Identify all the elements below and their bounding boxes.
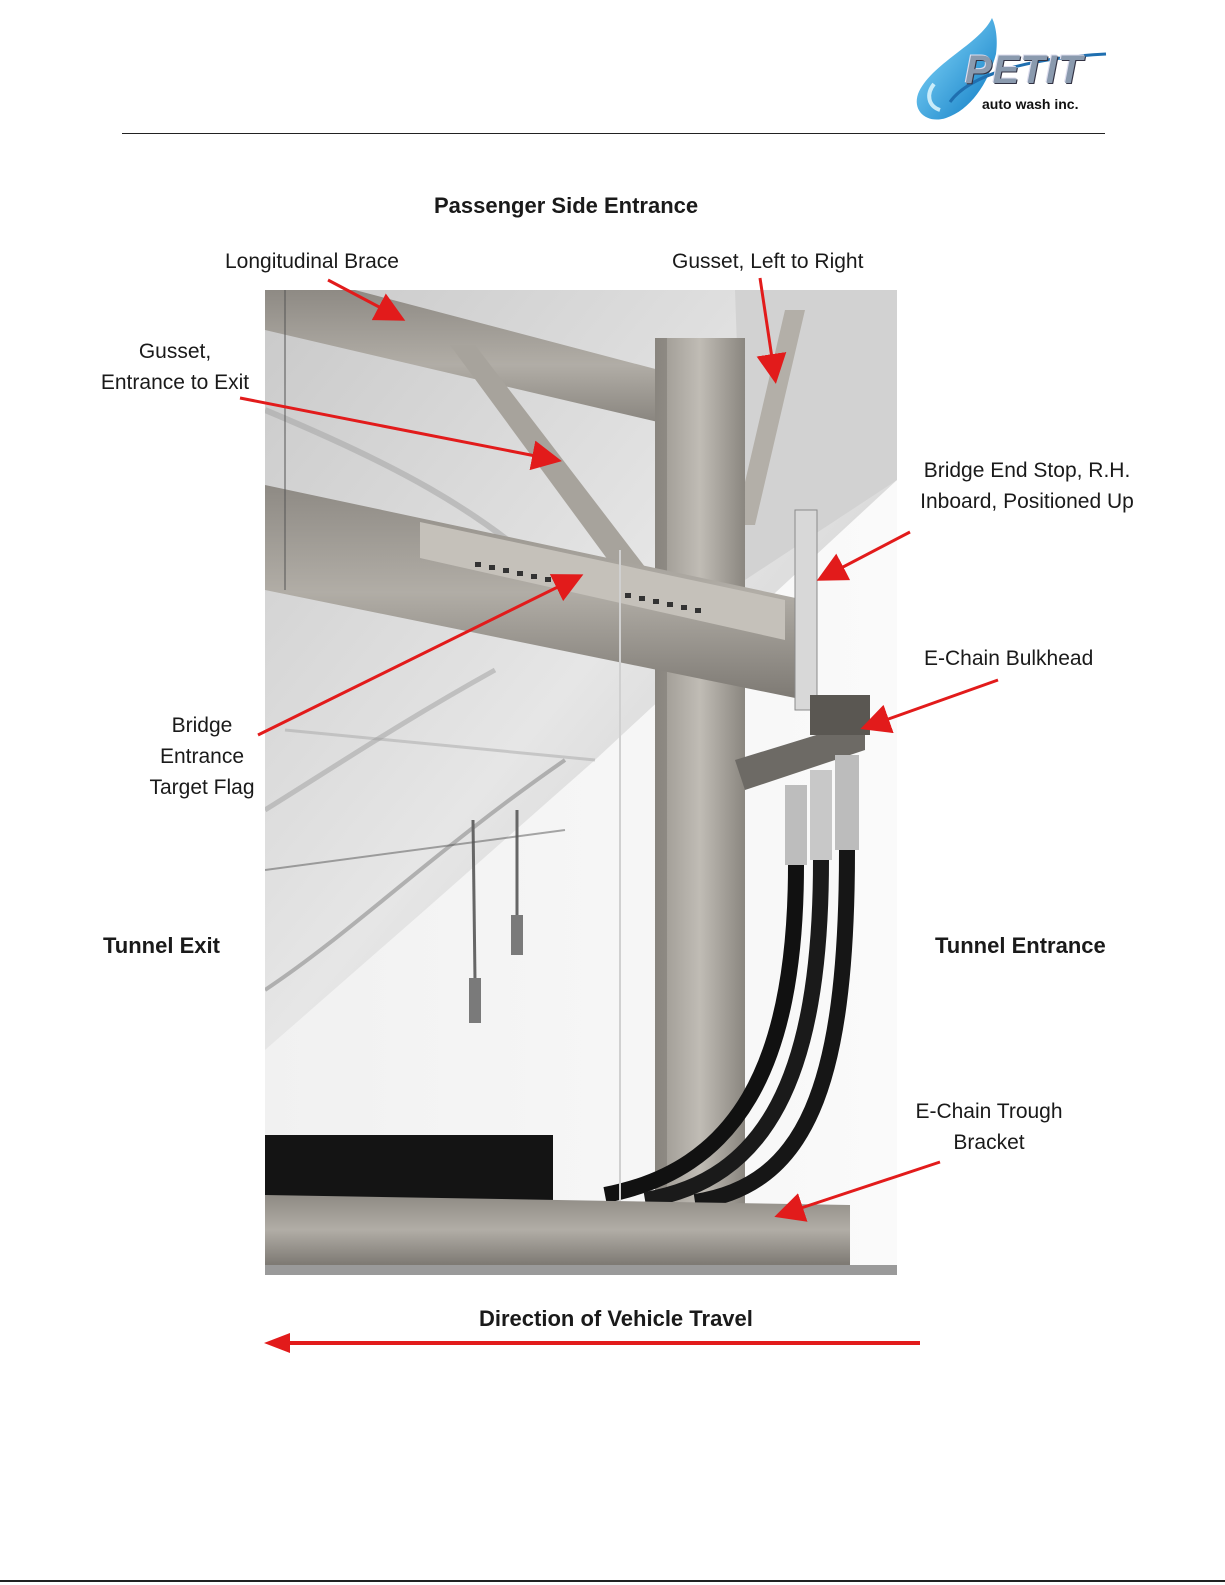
direction-of-travel-label: Direction of Vehicle Travel	[479, 1303, 753, 1334]
callout-line: Gusset,	[80, 336, 270, 367]
header-divider	[122, 133, 1105, 134]
callout-line: Entrance	[132, 741, 272, 772]
tunnel-exit-label: Tunnel Exit	[103, 930, 220, 961]
callout-gusset-entrance-exit: Gusset, Entrance to Exit	[80, 336, 270, 398]
footer-divider	[0, 1580, 1225, 1582]
callout-bridge-target-flag: Bridge Entrance Target Flag	[132, 710, 272, 803]
callout-line: Target Flag	[132, 772, 272, 803]
callout-longitudinal-brace: Longitudinal Brace	[225, 246, 399, 277]
logo-wordmark: PETIT	[965, 50, 1083, 90]
direction-arrow-head	[264, 1333, 290, 1353]
callout-e-chain-trough-bracket: E-Chain Trough Bracket	[900, 1096, 1078, 1158]
callout-line: Bridge End Stop, R.H.	[896, 455, 1158, 486]
equipment-photo	[265, 290, 897, 1275]
callout-line: Entrance to Exit	[80, 367, 270, 398]
callout-bridge-end-stop: Bridge End Stop, R.H. Inboard, Positione…	[896, 455, 1158, 517]
photo-illustration	[265, 290, 897, 1275]
callout-e-chain-bulkhead: E-Chain Bulkhead	[924, 643, 1093, 674]
callout-line: Bracket	[900, 1127, 1078, 1158]
callout-line: Inboard, Positioned Up	[896, 486, 1158, 517]
logo-tagline: auto wash inc.	[982, 96, 1078, 112]
callout-line: Bridge	[132, 710, 272, 741]
tunnel-entrance-label: Tunnel Entrance	[935, 930, 1106, 961]
callout-line: E-Chain Trough	[900, 1096, 1078, 1127]
callout-gusset-left-right: Gusset, Left to Right	[672, 246, 863, 277]
page-title: Passenger Side Entrance	[434, 190, 698, 221]
